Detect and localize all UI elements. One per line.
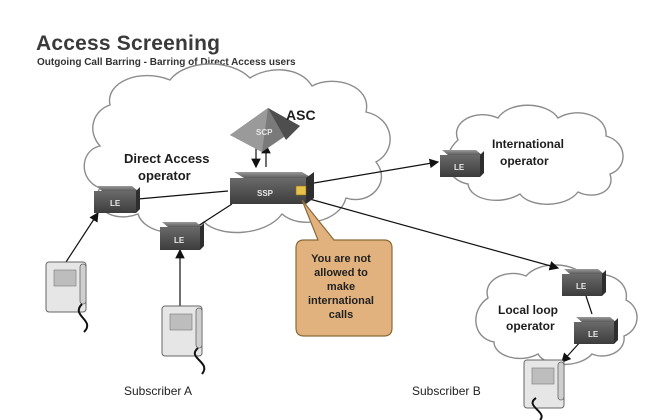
le-node-b2: LE bbox=[574, 317, 618, 344]
ssp-node: SSP bbox=[230, 172, 314, 204]
link-le2-ssp bbox=[197, 203, 233, 227]
international-cloud bbox=[446, 104, 624, 205]
page-title: Access Screening bbox=[36, 32, 221, 55]
le-node-international: LE bbox=[440, 150, 484, 177]
subscriber-a-label: Subscriber A bbox=[124, 384, 193, 398]
link-ssp-international bbox=[313, 158, 440, 184]
ssp-label: SSP bbox=[257, 189, 274, 198]
scp-label: SCP bbox=[256, 128, 273, 137]
link-ssp-local-loop bbox=[305, 197, 560, 271]
le-node-a1: LE bbox=[94, 186, 140, 213]
asc-label: ASC bbox=[286, 107, 316, 123]
le-label-b1: LE bbox=[576, 282, 587, 291]
le-node-b1: LE bbox=[562, 269, 606, 296]
link-phone-a1-le1 bbox=[65, 211, 99, 263]
le-label-international: LE bbox=[454, 163, 465, 172]
direct-access-label: Direct Access operator bbox=[124, 151, 213, 183]
phone-icon-a1 bbox=[45, 261, 89, 333]
le-label-b2: LE bbox=[588, 330, 599, 339]
phone-icon-a2 bbox=[161, 305, 206, 375]
callout-text: You are not allowed to make internationa… bbox=[307, 253, 374, 321]
local-loop-label: Local loop operator bbox=[498, 303, 561, 333]
le-label-a1: LE bbox=[110, 199, 121, 208]
barring-callout bbox=[295, 199, 393, 337]
scp-node: SCP bbox=[230, 108, 300, 152]
barring-indicator-icon bbox=[295, 185, 307, 196]
page-subtitle: Outgoing Call Barring - Barring of Direc… bbox=[37, 57, 296, 68]
international-label: International operator bbox=[492, 137, 567, 168]
link-le-le-local bbox=[585, 295, 593, 315]
le-node-a2: LE bbox=[160, 222, 204, 250]
le-label-a2: LE bbox=[174, 236, 185, 245]
link-le1-ssp bbox=[137, 190, 229, 200]
subscriber-b-label: Subscriber B bbox=[412, 384, 481, 398]
phone-icon-b bbox=[523, 359, 565, 420]
